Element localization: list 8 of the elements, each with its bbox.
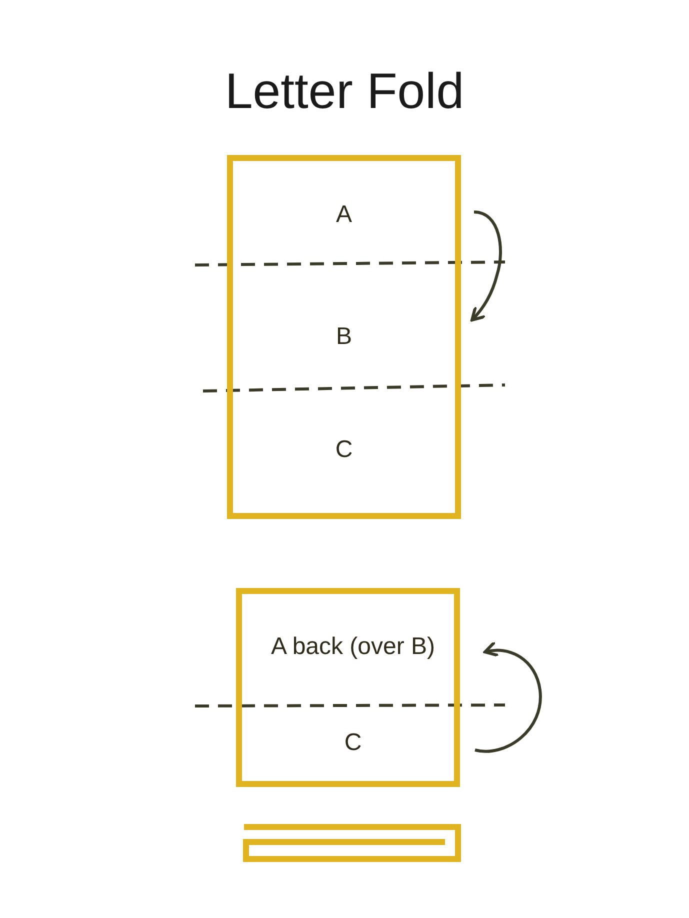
panel-label: A — [334, 201, 353, 229]
paper-sheet — [227, 155, 461, 519]
paper-sheet — [236, 588, 460, 787]
title: Letter Fold — [224, 62, 465, 120]
panel-label: C — [334, 436, 354, 464]
panel-label: B — [334, 323, 353, 351]
panel-label: A back (over B) — [270, 633, 436, 661]
panel-label: C — [343, 729, 363, 757]
